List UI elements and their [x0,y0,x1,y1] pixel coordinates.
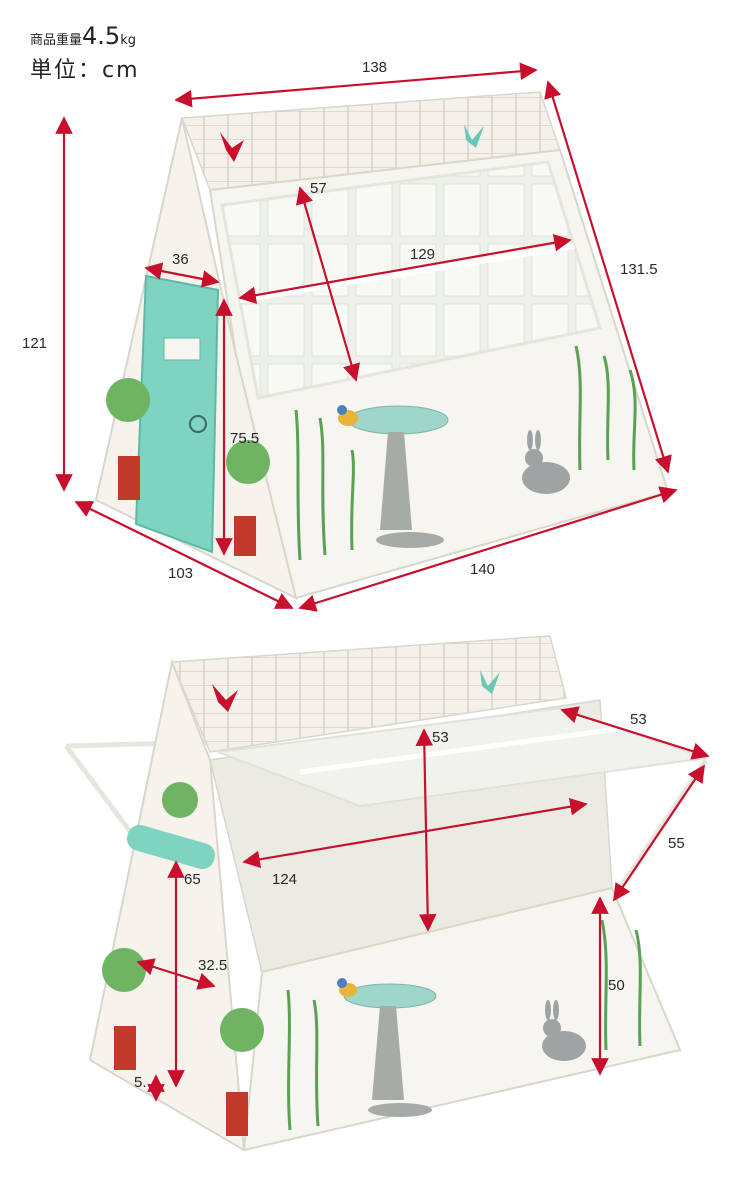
dim-roll-height: 65 [184,871,201,888]
weight-value: 4.5 [82,22,121,50]
tent-closed [94,91,670,600]
dim-door-sill: 5. [134,1074,147,1091]
tent-open-roof [170,635,567,753]
dim-door-width-line [144,262,220,288]
dim-door-height: 75.5 [230,430,259,447]
dim-base-width-line [298,486,678,612]
rolled-door [127,824,215,870]
tent-open [64,635,709,1152]
dim-window-width: 129 [410,246,435,263]
bird-bath-icon-open [343,983,437,1117]
butterfly-icon [220,124,484,162]
weight-spec: 商品重量4.5kg [30,22,136,50]
rabbit-icon-open [542,1000,586,1061]
dim-roof-slope-line [544,80,672,474]
dim-opening-height: 53 [432,729,449,746]
dim-depth-line [74,501,294,609]
dimension-labels-open: 53 55 53 124 65 32.5 5. 50 [134,711,685,1091]
bird-icon-open [337,978,357,997]
dim-roof-slope: 131.5 [620,261,658,278]
dim-opening-width: 124 [272,871,297,888]
dim-door-width: 36 [172,251,189,268]
weight-label: 商品重量 [30,33,83,48]
dim-height: 121 [22,335,47,352]
dim-base-width: 140 [470,561,495,578]
dim-awning-depth-line [560,706,710,760]
dim-awning-width-line [613,764,705,902]
dim-top-width-line [174,62,538,108]
dim-awning-width: 55 [668,835,685,852]
dimension-labels-closed: 138 121 131.5 57 129 36 75.5 103 140 [22,59,658,582]
topiary-icon-open [102,782,264,1136]
dim-awning-depth: 53 [630,711,647,728]
weight-unit: kg [120,33,136,48]
dim-window-width-line [238,234,572,304]
dim-depth: 103 [168,565,193,582]
dim-door-width-open: 32.5 [198,957,227,974]
unit-text: 単位：cm [30,58,140,83]
tent-open-lower-wall [242,886,682,1152]
dim-window-height: 57 [310,180,327,197]
dim-opening-width-line [242,797,588,869]
dim-wall-height: 50 [608,977,625,994]
dimension-lines-open [136,706,710,1102]
bird-icon [337,405,358,426]
dim-top-width: 138 [362,59,387,76]
butterfly-icon-open [212,670,500,712]
dim-door-width-open-line [136,958,216,990]
tent-closed-door [134,274,220,554]
dimension-lines-closed [55,62,678,612]
